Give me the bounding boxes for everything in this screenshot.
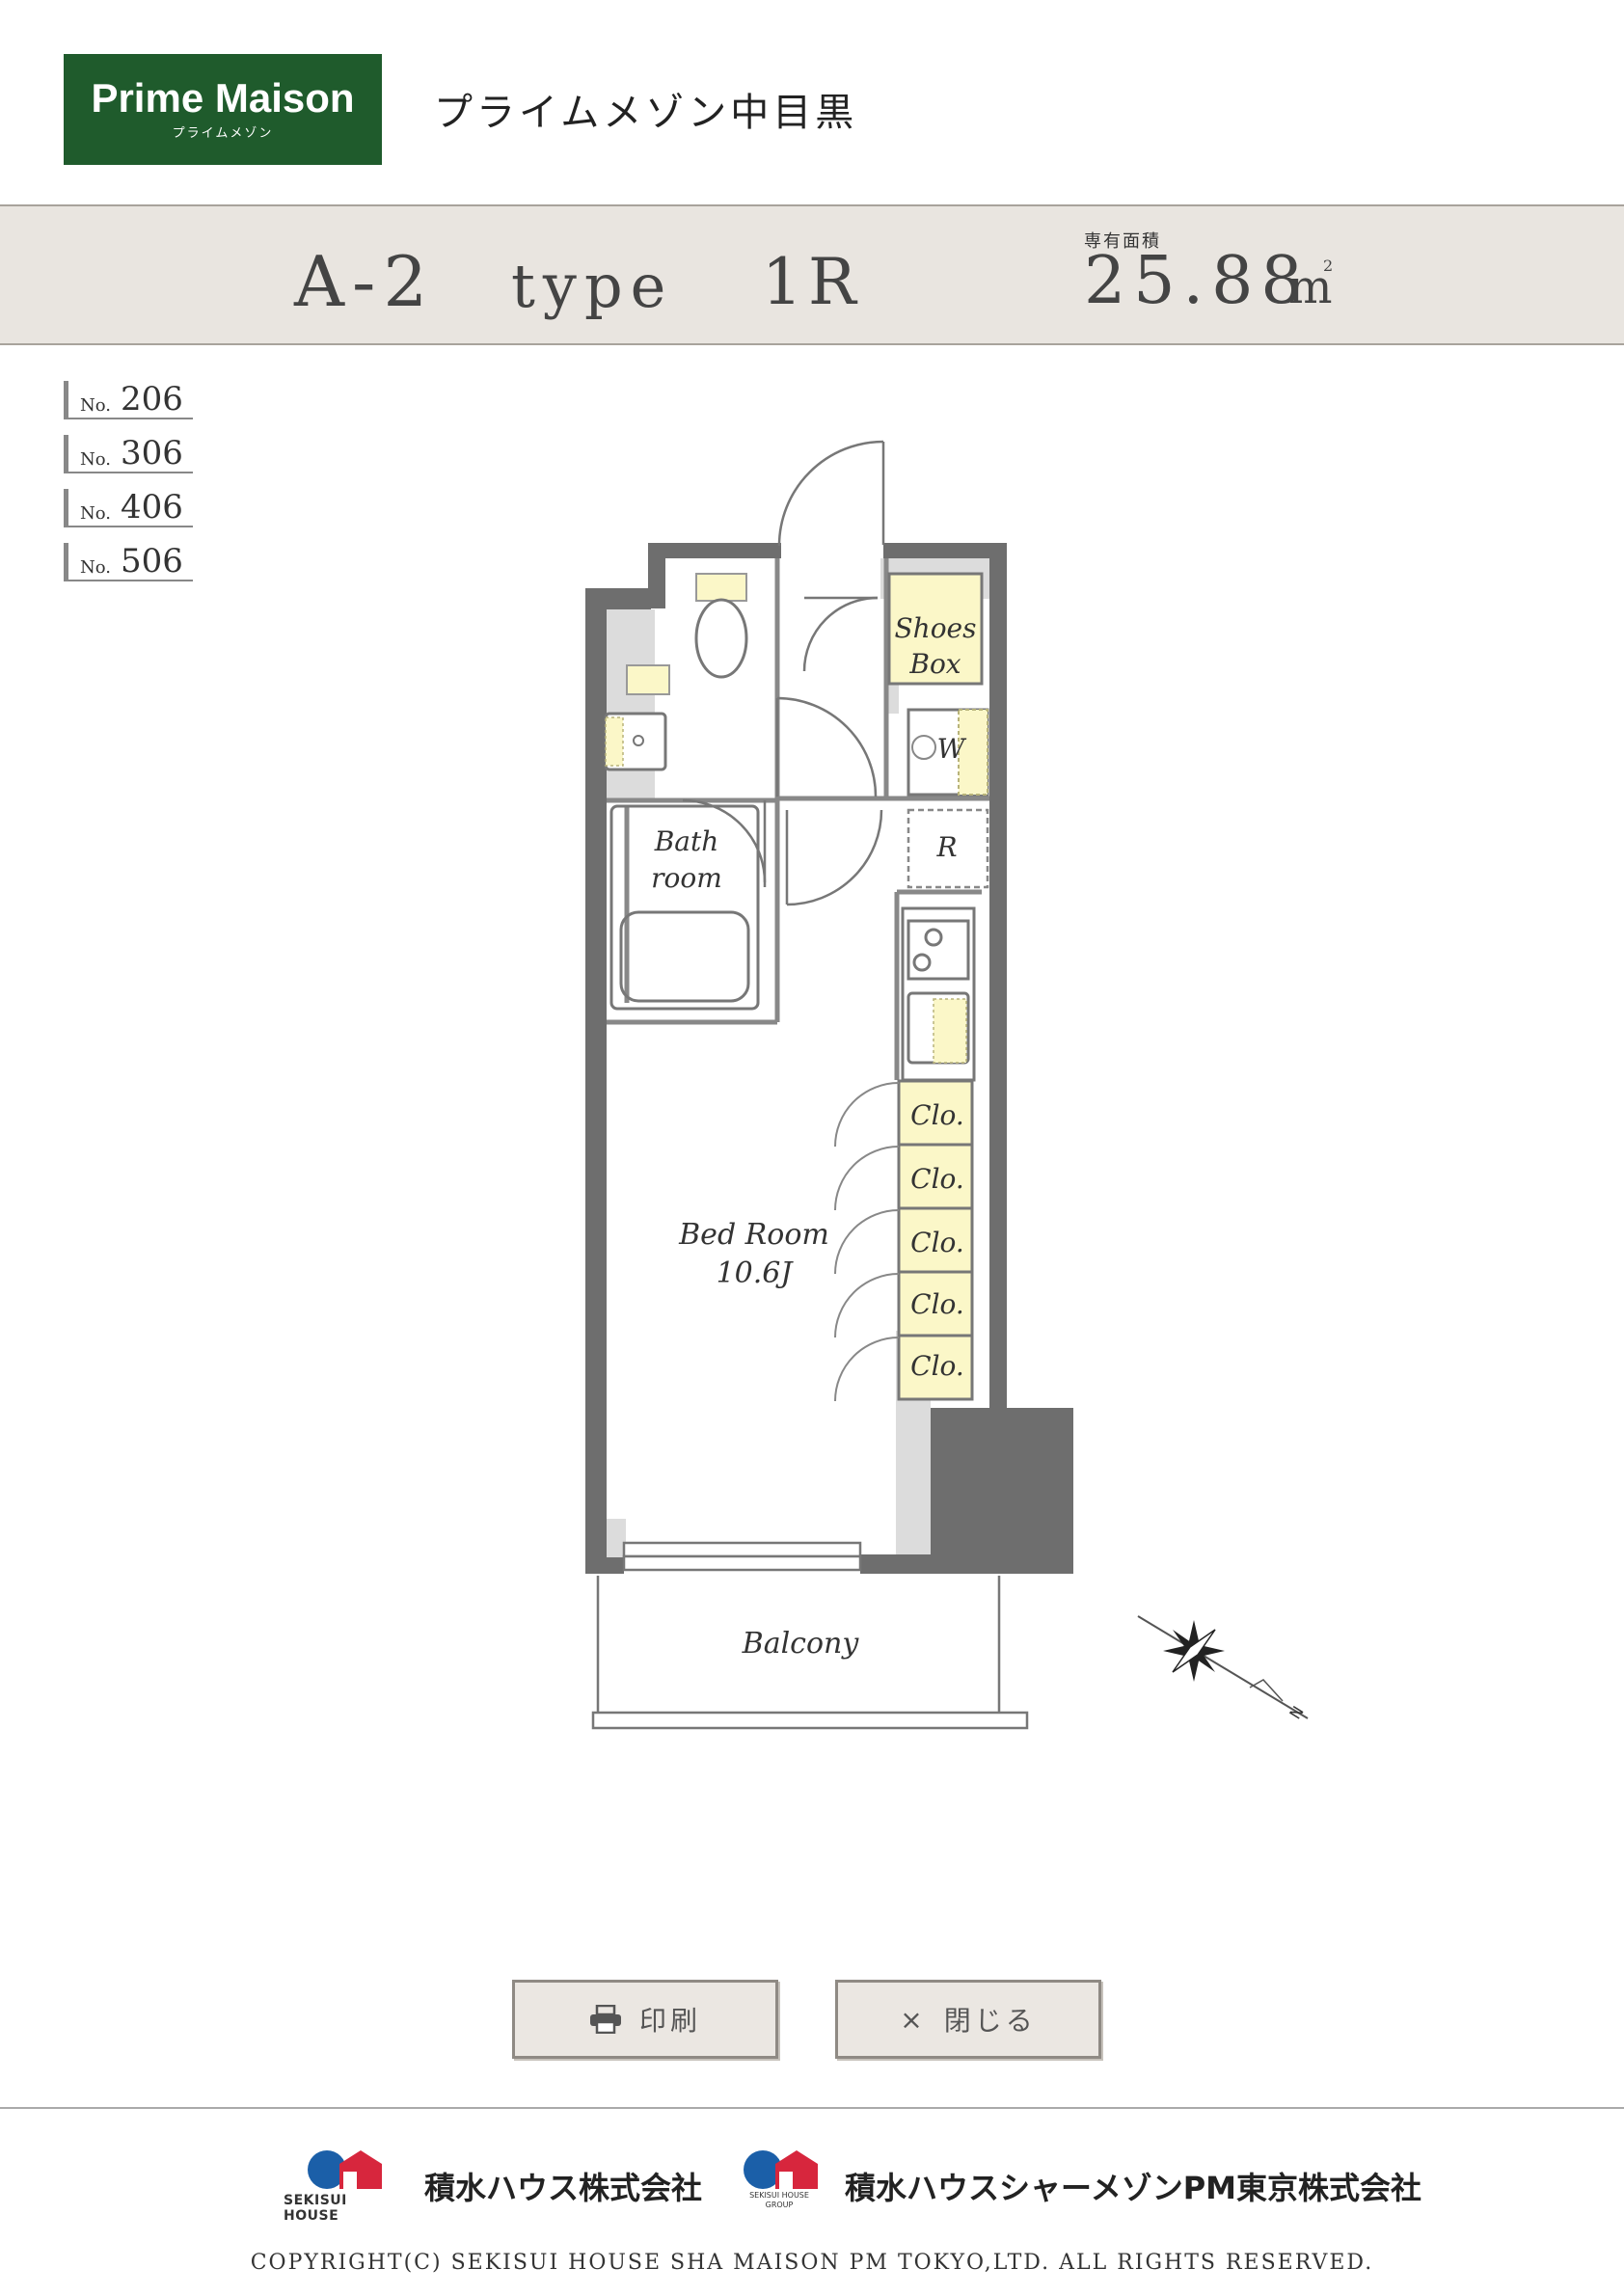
unit-number-item: No. 306 bbox=[64, 435, 193, 473]
washer-label: W bbox=[937, 733, 967, 765]
unit-number: 506 bbox=[121, 542, 183, 581]
closets bbox=[897, 1079, 974, 1401]
type-band bbox=[0, 204, 1624, 345]
type-word: type bbox=[511, 251, 674, 321]
closet-label: Clo. bbox=[910, 1288, 964, 1320]
closet-label: Clo. bbox=[910, 1099, 964, 1131]
bedroom-label-1: Bed Room bbox=[678, 1218, 829, 1252]
printer-icon bbox=[589, 2005, 621, 2034]
outer-walls bbox=[585, 543, 1073, 1574]
sekisui-house-tag: SEKISUI HOUSE bbox=[284, 2193, 347, 2224]
logo-main-text: Prime Maison bbox=[91, 75, 355, 121]
area-unit-superscript: 2 bbox=[1323, 257, 1334, 275]
area-label: 専有面積 bbox=[1084, 231, 1161, 252]
unit-prefix: No. bbox=[80, 557, 111, 578]
area-value: 25.88 bbox=[1084, 243, 1311, 319]
shoes-box bbox=[887, 572, 984, 686]
unit-prefix: No. bbox=[80, 449, 111, 470]
layout-type: 1R bbox=[762, 245, 862, 319]
close-button[interactable]: × 閉じる bbox=[835, 1980, 1101, 2059]
unit-prefix: No. bbox=[80, 395, 111, 416]
property-name: プライムメゾン中目黒 bbox=[434, 91, 858, 135]
sekisui-emblem-icon bbox=[308, 2150, 382, 2189]
shoes-box-label-1: Shoes bbox=[894, 612, 976, 644]
close-icon: × bbox=[900, 2003, 927, 2036]
refrigerator-space bbox=[907, 808, 989, 889]
sekisui-group-emblem-icon bbox=[744, 2150, 818, 2189]
print-button[interactable]: 印刷 bbox=[512, 1980, 778, 2059]
type-code: A-2 bbox=[294, 241, 436, 322]
unit-number-list: No. 206 No. 306 No. 406 No. 506 bbox=[64, 381, 193, 597]
sink-highlight bbox=[933, 998, 967, 1064]
footer-divider bbox=[0, 2107, 1624, 2109]
area-unit: m bbox=[1288, 260, 1333, 314]
sekisui-group-tag-2: GROUP bbox=[765, 2201, 794, 2209]
unit-number-item: No. 206 bbox=[64, 381, 193, 419]
unit-number-item: No. 506 bbox=[64, 543, 193, 581]
unit-number: 406 bbox=[121, 488, 183, 527]
closet-label: Clo. bbox=[910, 1350, 964, 1382]
door-swings bbox=[682, 440, 885, 906]
sekisui-group-tag-1: SEKISUI HOUSE bbox=[749, 2191, 809, 2200]
unit-number: 306 bbox=[121, 434, 183, 473]
shoes-box-label-2: Box bbox=[908, 648, 961, 680]
inner-wall-fill bbox=[607, 558, 989, 1557]
bathroom-label-1: Bath bbox=[654, 825, 719, 857]
closet-label: Clo. bbox=[910, 1163, 964, 1195]
fridge-label: R bbox=[935, 831, 957, 863]
washing-machine bbox=[907, 708, 989, 797]
print-button-label: 印刷 bbox=[638, 2005, 701, 2037]
copyright-text: COPYRIGHT(C) SEKISUI HOUSE SHA MAISON PM… bbox=[250, 2251, 1374, 2275]
compass-north-label: N bbox=[1286, 1703, 1307, 1722]
bathtub bbox=[609, 804, 760, 1011]
closet-label: Clo. bbox=[910, 1227, 964, 1258]
balcony-label: Balcony bbox=[742, 1627, 860, 1661]
company-name-1: 積水ハウス株式会社 bbox=[424, 2170, 703, 2206]
balcony bbox=[591, 1576, 1029, 1730]
sekisui-house-logo: SEKISUI HOUSE bbox=[282, 2147, 407, 2224]
logo-sub-text: プライムメゾン bbox=[172, 126, 274, 141]
bathroom-label-2: room bbox=[651, 862, 722, 894]
toilet bbox=[694, 573, 748, 679]
unit-number: 206 bbox=[121, 380, 183, 419]
floor-plan: Shoes Box W R Bath room Clo. Clo. Clo. C… bbox=[585, 440, 1309, 1730]
sekisui-group-logo: SEKISUI HOUSE GROUP bbox=[733, 2147, 826, 2209]
company-name-2: 積水ハウスシャーメゾンPM東京株式会社 bbox=[845, 2170, 1422, 2206]
unit-prefix: No. bbox=[80, 503, 111, 524]
bedroom-label-2: 10.6J bbox=[717, 1256, 795, 1290]
compass-icon: N bbox=[1137, 1615, 1309, 1722]
unit-number-item: No. 406 bbox=[64, 489, 193, 527]
closet-door-swings bbox=[834, 1082, 900, 1402]
balcony-window bbox=[622, 1541, 862, 1572]
wash-basin bbox=[604, 664, 670, 771]
close-button-label: 閉じる bbox=[943, 2005, 1037, 2037]
brand-logo: Prime Maison プライムメゾン bbox=[64, 54, 382, 165]
